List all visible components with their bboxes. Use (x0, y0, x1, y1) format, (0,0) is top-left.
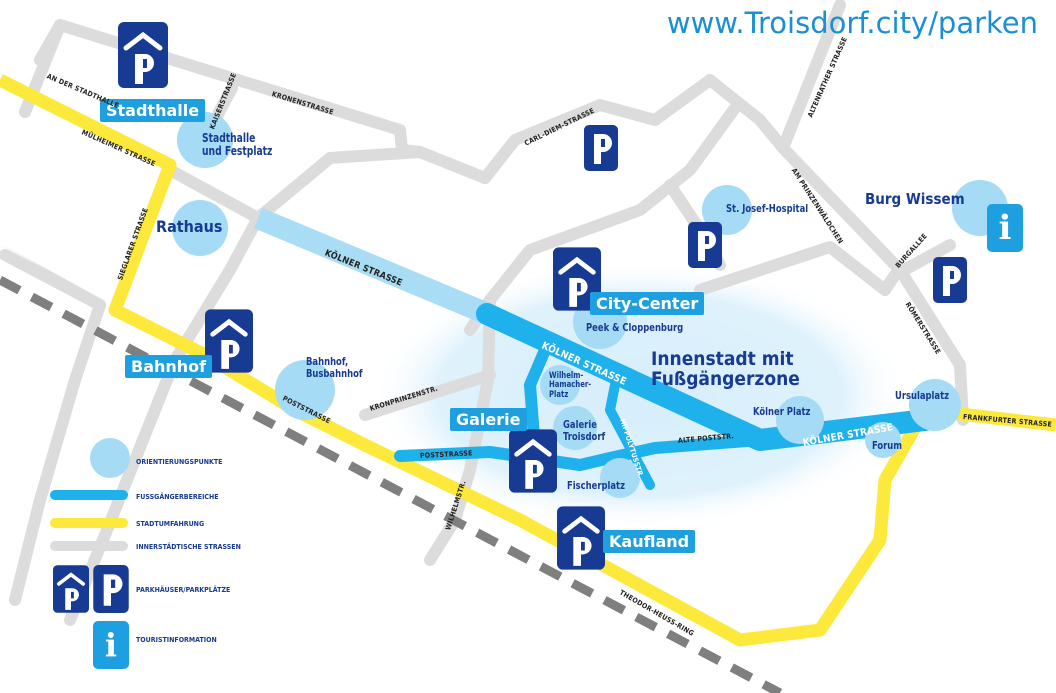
legend-info-icon: i (93, 621, 129, 669)
parkhaus-icon-galerie[interactable] (509, 428, 557, 494)
legend-orientation: ORIENTIERUNGSPUNKTE (136, 458, 223, 466)
pedestrian-areas (394, 303, 936, 490)
poi-st-josef: St. Josef-Hospital (726, 202, 809, 215)
legend-parkhaus-icon (53, 565, 89, 613)
parking-label-galerie[interactable]: Galerie (450, 408, 527, 431)
legend-parking: PARKHÄUSER/PARKPLÄTZE (136, 586, 231, 594)
poi-line: Stadthalle (202, 131, 256, 145)
parkhaus-icon-bahnhof[interactable] (205, 308, 253, 374)
poi-rathaus: Rathaus (156, 217, 223, 236)
legend-parkplatz-icon (93, 565, 129, 613)
parkhaus-icon-stadthalle[interactable] (118, 22, 168, 88)
poi-line: Galerie (563, 418, 597, 431)
poi-line: und Festplatz (202, 143, 273, 158)
parking-url[interactable]: www.Troisdorf.city/parken (666, 6, 1038, 40)
legend-pedestrian: FUSSGÄNGERBEREICHE (136, 493, 219, 501)
parkhaus-icon-city-center[interactable] (553, 246, 601, 312)
legend-info: TOURISTINFORMATION (136, 636, 217, 644)
poi-galerie-troisdorf: Galerie Troisdorf (563, 419, 605, 442)
title-line: Fußgängerzone (651, 367, 800, 390)
parking-label-bahnhof[interactable]: Bahnhof (125, 355, 213, 378)
poi-fischerplatz: Fischerplatz (567, 479, 625, 492)
parkplatz-icon-burg[interactable] (933, 257, 967, 303)
parkplatz-icon-hospital[interactable] (688, 222, 722, 268)
innenstadt-title: Innenstadt mit Fußgängerzone (651, 348, 800, 390)
title-line: Innenstadt mit (651, 348, 794, 370)
legend-ring: STADTUMFAHRUNG (136, 520, 205, 528)
poi-koelner-platz: Kölner Platz (753, 405, 811, 418)
legend-streets: INNERSTÄDTISCHE STRASSEN (136, 543, 241, 551)
poi-burg-wissem: Burg Wissem (865, 190, 965, 208)
poi-ursulaplatz: Ursulaplatz (895, 389, 950, 402)
koelner-strasse-west (253, 207, 495, 326)
poi-wilhelm-hamacher: Wilhelm- Hamacher- Platz (549, 371, 592, 400)
poi-line: Wilhelm- (549, 371, 584, 381)
poi-line: Busbahnhof (306, 366, 363, 380)
poi-stadthalle-festplatz: Stadthalle und Festplatz (202, 132, 272, 157)
poi-peek: Peek & Cloppenburg (586, 321, 684, 334)
tourist-info-icon[interactable]: i (987, 204, 1023, 252)
poi-line: Troisdorf (563, 429, 606, 443)
parking-label-city-center[interactable]: City-Center (590, 292, 705, 315)
legend-graphics (50, 438, 130, 551)
parking-label-kaufland[interactable]: Kaufland (603, 530, 696, 553)
poi-line: Bahnhof, (306, 355, 349, 368)
poi-bahnhof-bus: Bahnhof, Busbahnhof (306, 356, 363, 379)
parkhaus-icon-kaufland[interactable] (557, 505, 605, 571)
parking-label-stadthalle[interactable]: Stadthalle (100, 99, 206, 122)
poi-line: Platz (549, 389, 569, 400)
poi-line: Hamacher- (549, 380, 592, 391)
parkplatz-icon-carl-diem[interactable] (584, 125, 618, 171)
railway (0, 276, 783, 693)
poi-forum: Forum (872, 439, 903, 452)
